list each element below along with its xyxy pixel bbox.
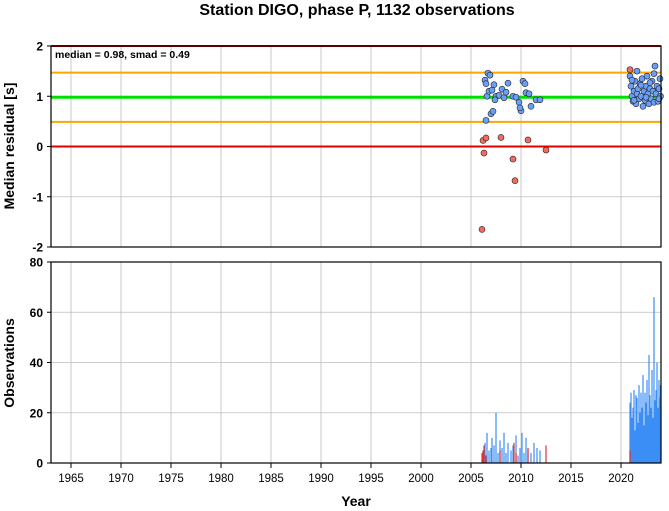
residual-point: [643, 72, 651, 80]
observations-y-axis-label: Observations: [1, 318, 17, 408]
residual-point: [486, 71, 494, 79]
residual-point: [488, 86, 496, 94]
residual-point: [515, 98, 523, 106]
stats-annotation: median = 0.98, smad = 0.49: [55, 49, 190, 61]
x-tick-label: 1990: [308, 473, 334, 485]
residual-y-tick-label: 2: [36, 40, 43, 54]
residual-point: [521, 80, 529, 87]
year-x-ticks: 1965 1970 1975 1980 1985 1990 1995 2000 2005 2010…: [58, 463, 634, 485]
residual-point: [633, 67, 641, 75]
residual-point: [491, 96, 499, 104]
residual-point: [512, 93, 520, 101]
x-tick-label: 1985: [258, 473, 284, 485]
outlier-point: [480, 149, 488, 157]
residual-point: [628, 76, 636, 84]
outlier-point: [509, 155, 517, 163]
x-tick-label: 2010: [508, 473, 534, 485]
residual-point: [527, 103, 535, 110]
x-tick-label: 1980: [208, 473, 234, 485]
residual-point: [504, 79, 512, 87]
x-axis-label: Year: [341, 493, 371, 509]
residual-point: [500, 94, 508, 102]
residual-y-tick-label: 1: [36, 90, 43, 104]
residual-y-tick-label: 0: [36, 140, 43, 154]
outlier-point: [497, 134, 505, 141]
residual-y-ticks: -2 -1 0 1 2: [32, 40, 51, 255]
observations-y-tick-label: 20: [30, 406, 44, 420]
observations-y-tick-label: 0: [36, 457, 43, 471]
x-tick-label: 1995: [358, 473, 384, 485]
residual-point: [650, 70, 658, 77]
residual-point: [490, 81, 498, 88]
residual-point: [502, 88, 510, 96]
x-tick-label: 2005: [458, 473, 484, 485]
residual-y-tick-label: -1: [32, 190, 43, 204]
x-tick-label: 2015: [558, 473, 584, 485]
residual-point: [482, 80, 490, 87]
residual-point: [482, 117, 490, 124]
residual-point: [651, 62, 659, 70]
x-tick-label: 1965: [58, 473, 84, 485]
residual-y-tick-label: -2: [32, 241, 43, 255]
outlier-point: [626, 66, 634, 73]
outlier-point: [482, 134, 490, 142]
observations-panel: 0 20 40 60 80 1965 1970 1975 1980 1985 1990 1995 20…: [1, 256, 662, 509]
x-tick-label: 2020: [608, 473, 634, 485]
residual-point: [646, 79, 654, 86]
residual-point: [489, 108, 497, 115]
residual-point: [637, 81, 645, 89]
observations-y-ticks: 0 20 40 60 80: [30, 256, 51, 471]
observations-y-tick-label: 80: [30, 256, 44, 270]
outlier-point: [524, 136, 532, 144]
residual-point: [656, 75, 664, 82]
residual-point: [642, 93, 650, 101]
residual-y-axis-label: Median residual [s]: [1, 83, 17, 210]
observations-y-tick-label: 40: [30, 356, 44, 370]
chart-title: Station DIGO, phase P, 1132 observations: [199, 2, 514, 19]
residual-point: [630, 96, 638, 104]
residual-point: [525, 90, 533, 98]
observation-bars: [481, 297, 662, 463]
residual-point: [639, 103, 647, 110]
residual-point: [536, 96, 544, 104]
x-tick-label: 1975: [158, 473, 184, 485]
x-tick-label: 2000: [408, 473, 434, 485]
outlier-point: [511, 177, 519, 184]
residual-points: [478, 62, 664, 233]
residual-panel: -2 -1 0 1 2 median = 0.98, smad = 0.49 Media…: [1, 40, 664, 255]
outlier-point: [478, 226, 486, 233]
observations-y-tick-label: 60: [30, 306, 44, 320]
residual-point: [516, 104, 524, 112]
outlier-point: [542, 146, 550, 154]
x-tick-label: 1970: [108, 473, 134, 485]
